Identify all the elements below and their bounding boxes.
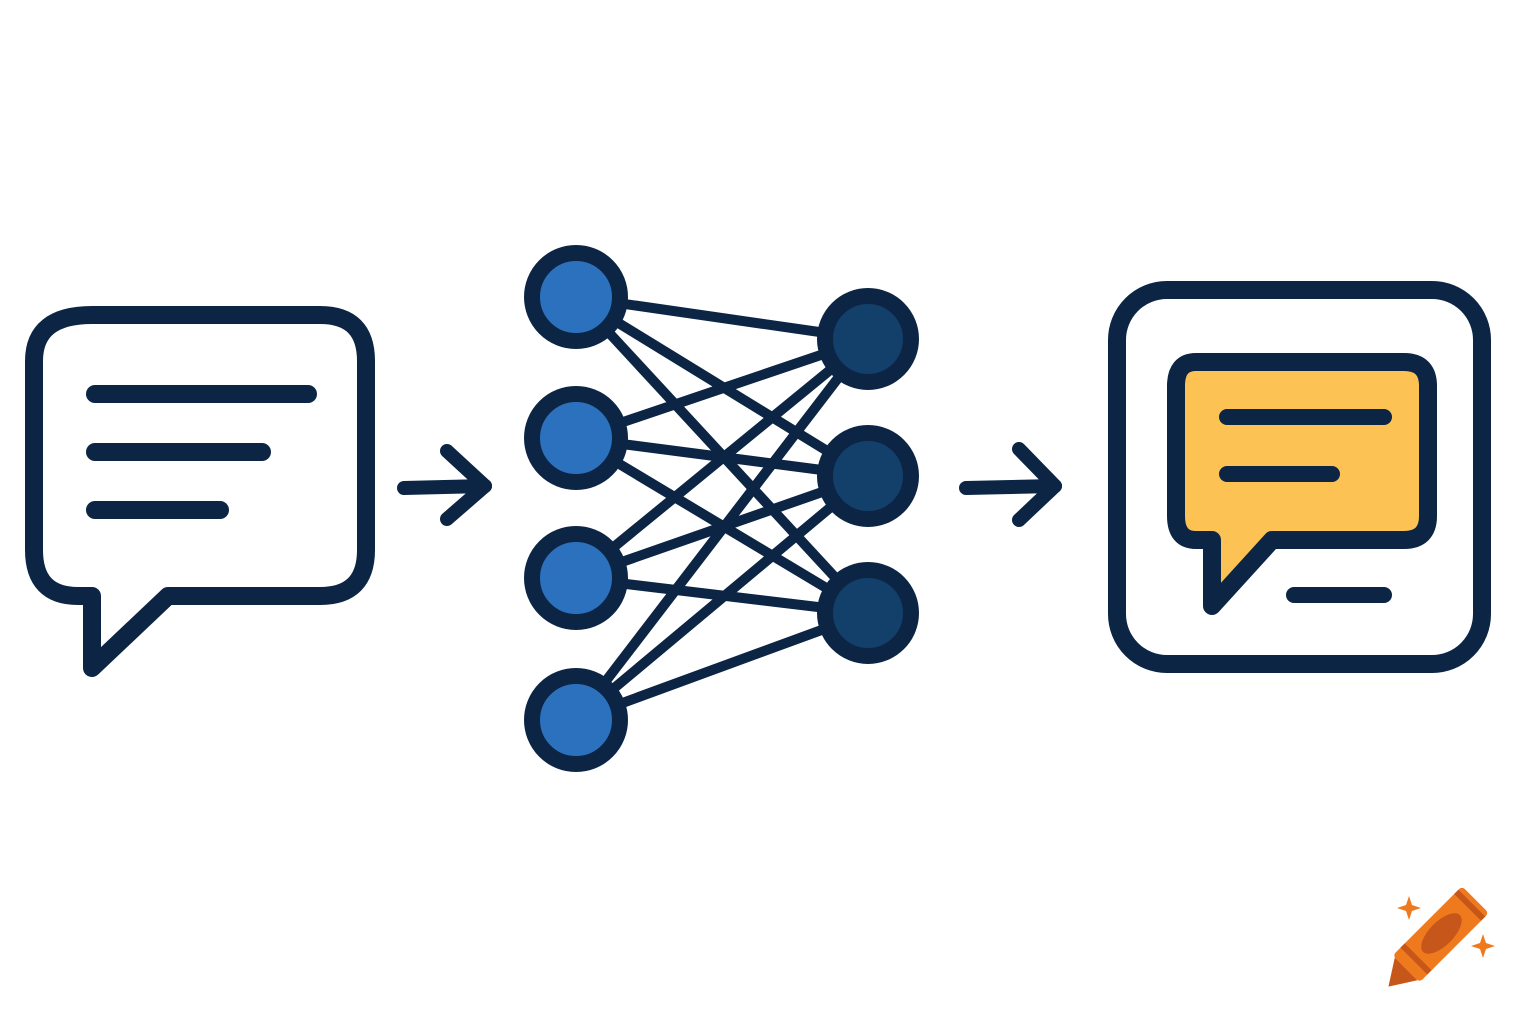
output-node <box>817 425 919 527</box>
output-node <box>817 562 919 664</box>
response-card-icon <box>1108 281 1491 673</box>
neural-network-icon <box>524 245 919 772</box>
crayon-logo-icon <box>1388 887 1495 987</box>
output-node <box>817 288 919 390</box>
network-edge <box>571 471 873 725</box>
network-nodes <box>524 245 919 772</box>
arrow-right-icon <box>397 444 492 526</box>
arrow-right-icon <box>959 442 1062 527</box>
input-node <box>524 245 628 349</box>
input-node <box>524 526 628 630</box>
network-edge <box>571 334 873 583</box>
chat-bubble-icon <box>25 306 375 677</box>
input-node <box>524 386 628 490</box>
network-edge <box>571 334 873 725</box>
input-node <box>524 668 628 772</box>
